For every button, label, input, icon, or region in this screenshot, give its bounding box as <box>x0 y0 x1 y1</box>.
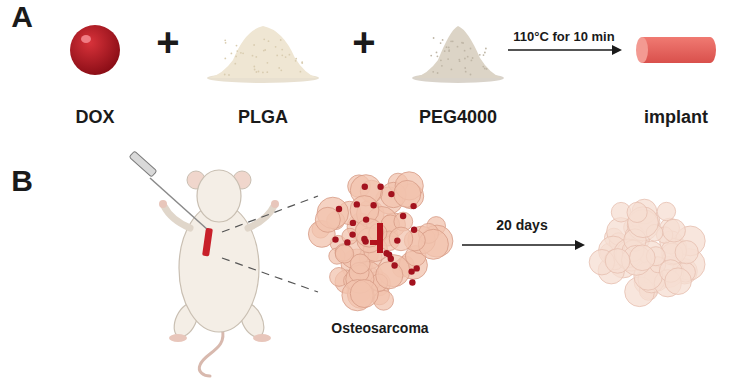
figure-item: implant <box>620 18 732 133</box>
pile2-art <box>408 18 508 88</box>
tumor-art <box>300 168 460 318</box>
figure-item: PLGA <box>203 18 323 133</box>
figure-item: Osteosarcoma <box>300 168 460 353</box>
pile1-art <box>203 18 323 88</box>
panel-label: 20 days <box>496 218 547 232</box>
item-label: PLGA <box>238 107 288 128</box>
item-label: DOX <box>75 107 114 128</box>
figure-item: PEG4000 <box>408 18 508 133</box>
panel-label: + <box>156 22 179 62</box>
process-arrow <box>508 49 620 51</box>
shrunken-tumor <box>589 199 705 306</box>
arrow-label: 110°C for 10 min <box>511 29 616 44</box>
item-label: implant <box>644 107 708 128</box>
ball-art <box>50 18 140 88</box>
item-label: Osteosarcoma <box>331 320 428 336</box>
panel-label: + <box>352 22 375 62</box>
panel-label: A <box>11 2 33 32</box>
implant-art <box>620 18 732 88</box>
figure-item: DOX <box>50 18 140 133</box>
item-label: PEG4000 <box>419 107 497 128</box>
panel-label: B <box>11 166 33 196</box>
